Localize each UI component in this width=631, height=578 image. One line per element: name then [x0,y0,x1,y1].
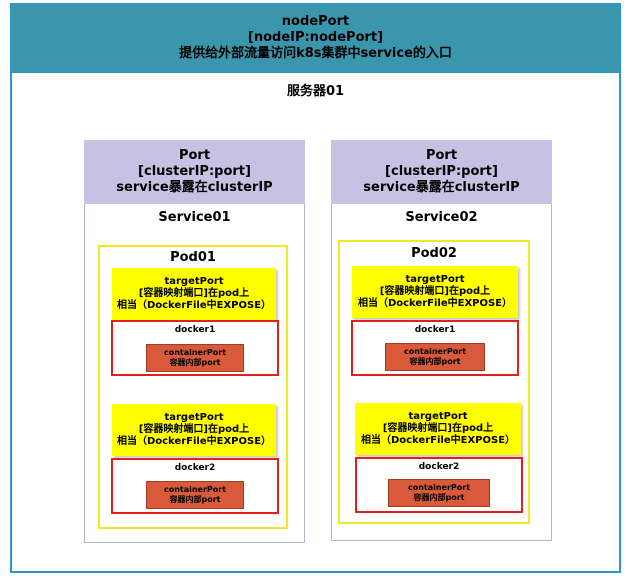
port-title: Port [178,148,211,163]
container-port-desc: 容器内部port [409,357,461,366]
port-desc: service暴露在clusterIP [116,180,273,195]
pod-name-01: Pod01 [170,249,216,265]
service-port-header-02: Port [clusterIP:port] service暴露在clusterI… [331,140,552,204]
target-port-line3: 相当（DockerFile中EXPOSE） [116,436,272,447]
docker-name: docker1 [414,325,456,335]
container-port-desc: 容器内部port [169,358,221,367]
service-port-header-01: Port [clusterIP:port] service暴露在clusterI… [84,140,305,204]
container-port-desc: 容器内部port [413,493,465,502]
container-port-title: containerPort [163,485,227,494]
target-port-box: targetPort [容器映射端口]在pod上 相当（DockerFile中E… [112,404,276,456]
target-port-title: targetPort [164,276,224,287]
port-title: Port [425,148,458,163]
docker-name: docker2 [174,463,216,473]
node-port-subtitle: [nodeIP:nodePort] [247,30,384,45]
service-name-01: Service01 [158,209,231,225]
container-port-box: containerPort 容器内部port [146,344,244,372]
target-port-box: targetPort [容器映射端口]在pod上 相当（DockerFile中E… [112,268,276,320]
service-name-02: Service02 [405,209,478,225]
target-port-line2: [容器映射端口]在pod上 [379,286,491,297]
target-port-line3: 相当（DockerFile中EXPOSE） [116,300,272,311]
container-port-box: containerPort 容器内部port [146,481,244,509]
target-port-box: targetPort [容器映射端口]在pod上 相当（DockerFile中E… [352,266,518,318]
target-port-line3: 相当（DockerFile中EXPOSE） [357,298,513,309]
target-port-line3: 相当（DockerFile中EXPOSE） [360,435,516,446]
node-port-title: nodePort [281,14,350,29]
target-port-line2: [容器映射端口]在pod上 [138,424,250,435]
target-port-title: targetPort [164,412,224,423]
container-port-box: containerPort 容器内部port [388,479,490,507]
server-label: 服务器01 [286,83,345,99]
container-port-title: containerPort [407,483,471,492]
container-port-title: containerPort [163,348,227,357]
docker-name: docker2 [418,462,460,472]
target-port-title: targetPort [408,411,468,422]
pod-name-02: Pod02 [411,245,457,261]
docker-name: docker1 [174,325,216,335]
port-subtitle: [clusterIP:port] [385,164,498,179]
port-subtitle: [clusterIP:port] [138,164,251,179]
target-port-line2: [容器映射端口]在pod上 [382,423,494,434]
container-port-title: containerPort [403,347,467,356]
target-port-line2: [容器映射端口]在pod上 [138,288,250,299]
port-desc: service暴露在clusterIP [363,180,520,195]
target-port-title: targetPort [405,274,465,285]
node-port-header: nodePort [nodeIP:nodePort] 提供给外部流量访问k8s集… [10,3,621,73]
container-port-desc: 容器内部port [169,495,221,504]
node-port-desc: 提供给外部流量访问k8s集群中service的入口 [179,46,452,61]
target-port-box: targetPort [容器映射端口]在pod上 相当（DockerFile中E… [355,403,521,455]
container-port-box: containerPort 容器内部port [385,343,485,371]
